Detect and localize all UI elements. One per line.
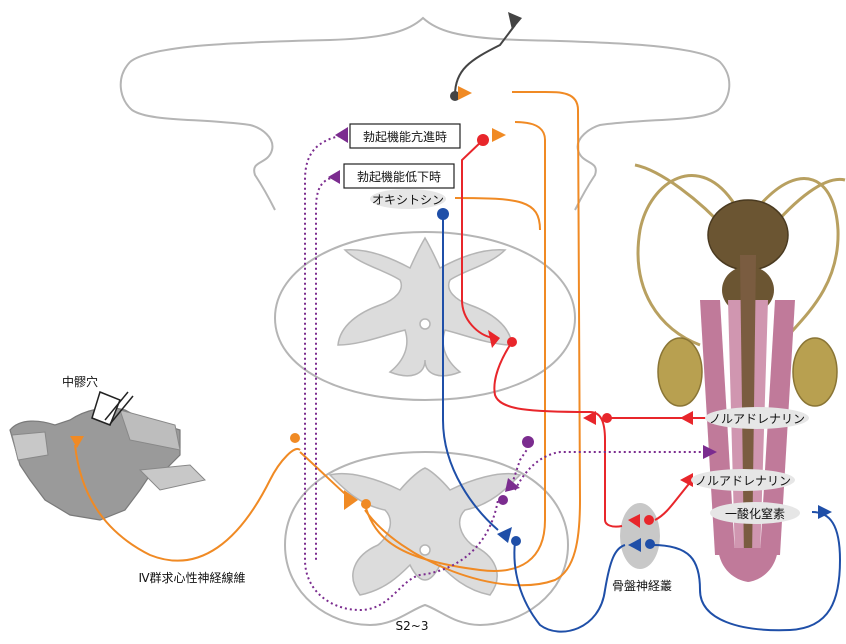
orange-node-lower-cord [361,499,371,509]
red-node-brain [477,134,489,146]
orange-arrow-brain-mid [492,128,506,142]
label-nitric-oxide: 一酸化窒素 [725,506,785,521]
pelvic-plexus-shape [620,503,660,569]
red-arrow-noradrenaline-1-source [680,411,693,425]
label-oxytocin: オキシトシン [372,193,444,207]
purple-node-relay [522,436,534,448]
label-erection-reduced: 勃起機能低下時 [357,169,441,184]
purple-arrow-reduced [328,170,340,184]
label-erection-reduced-box: 勃起機能低下時 [344,164,454,188]
label-noradrenaline-1: ノルアドレナリン [709,412,805,426]
orange-arrow-brain-top [458,86,472,100]
blue-node-lower-cord [511,536,521,546]
purple-arrow-enhanced [335,127,348,143]
label-erection-enhanced: 勃起機能亢進時 [363,129,447,144]
red-node-upper-cord [507,337,517,347]
blue-arrow-nitric-oxide [818,505,832,519]
upper-spinal-cord [275,232,575,400]
purple-node-lower-cord [498,495,508,505]
sacrum-illustration [10,392,205,520]
red-node-noradrenaline-1 [602,413,612,423]
blue-node-plexus [645,539,655,549]
label-erection-enhanced-box: 勃起機能亢進時 [350,124,460,148]
red-node-plexus [644,515,654,525]
label-noradrenaline-2: ノルアドレナリン [695,474,791,488]
label-group4-afferent: Ⅳ群求心性神経線維 [138,570,245,585]
label-middle-sacral-foramen: 中髎穴 [62,374,98,389]
label-s2-3: S2~3 [396,619,429,633]
red-arrow-noradrenaline-1 [583,411,596,425]
label-pelvic-plexus: 骨盤神経叢 [612,579,672,593]
blue-node-oxytocin [437,208,449,220]
orange-node-afferent [290,433,300,443]
